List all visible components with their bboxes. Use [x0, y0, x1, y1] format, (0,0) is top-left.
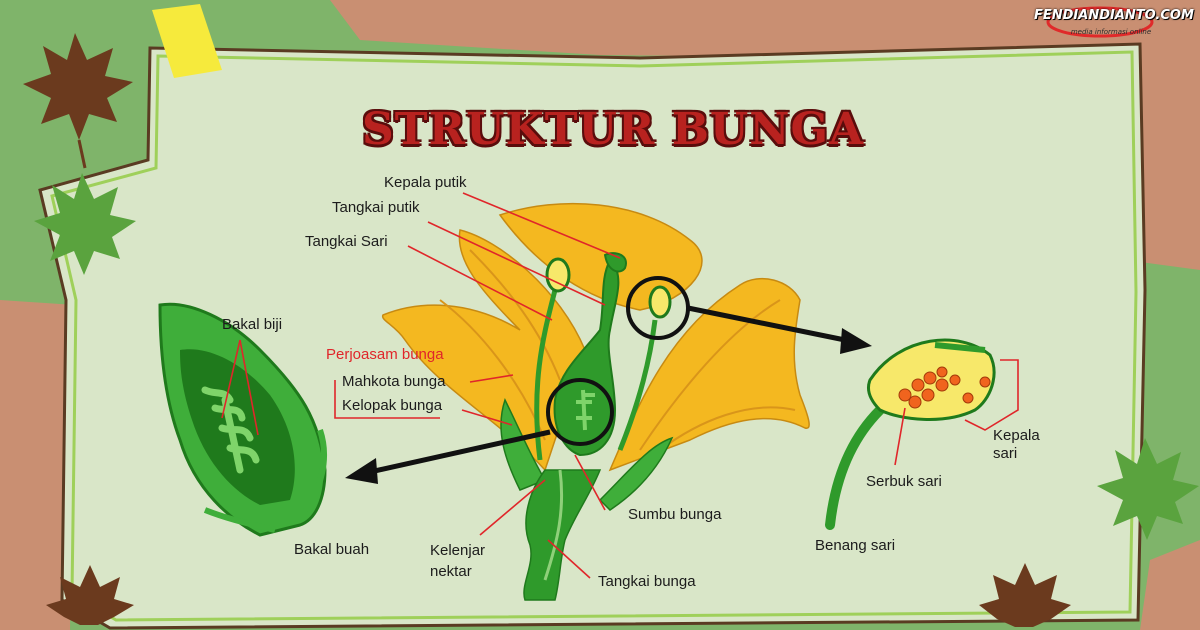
label-sari: sari [993, 445, 1018, 462]
label-kelenjar: Kelenjar [430, 542, 486, 559]
label-serbuk-sari: Serbuk sari [866, 473, 942, 490]
anther [648, 285, 672, 319]
zoom-circle-ovary [546, 378, 614, 446]
anther-detail-illustration [825, 338, 996, 530]
label-kelopak-bunga: Kelopak bunga [342, 397, 443, 414]
flower-illustration [381, 202, 810, 601]
label-perhiasan-bunga: Perjoasam bunga [326, 346, 444, 363]
pistil [553, 259, 620, 457]
label-tangkai-putik: Tangkai putik [332, 199, 420, 216]
sepal [500, 398, 547, 491]
watermark-badge [1046, 6, 1154, 38]
arrow-icon [345, 429, 551, 484]
flower-stalk [523, 469, 602, 601]
watermark-text: FENDIANDIANTO.COM [1034, 8, 1194, 23]
sepal [598, 436, 674, 511]
maple-leaf-green-icon [34, 173, 136, 275]
label-bakal-buah: Bakal buah [294, 541, 370, 558]
diagram-title: STRUKTUR BUNGA [362, 104, 865, 155]
label-tangkai-sari: Tangkai Sari [305, 233, 388, 250]
label-kepala: Kepala [993, 427, 1040, 444]
stamen-filament [617, 319, 658, 451]
maple-leaf-brown-icon [23, 33, 133, 169]
anther [545, 257, 571, 293]
stigma [603, 252, 627, 273]
arrow-icon [687, 305, 872, 354]
maple-leaf-brown-icon [979, 563, 1071, 627]
brown-patch-right [1140, 540, 1200, 630]
maple-leaf-brown-icon [46, 565, 134, 625]
label-sumbu-bunga: Sumbu bunga [628, 506, 722, 523]
label-mahkota-bunga: Mahkota bunga [342, 373, 446, 390]
label-benang-sari: Benang sari [815, 537, 896, 554]
watermark-tagline: media informasi online [1070, 28, 1152, 36]
label-tangkai-bunga: Tangkai bunga [598, 573, 696, 590]
label-nektar: nektar [430, 563, 472, 580]
yellow-tape-icon [152, 4, 222, 78]
pointer-lines [221, 192, 1019, 579]
maple-leaf-green-icon [1097, 438, 1199, 540]
label-kepala-putik: Kepala putik [384, 174, 467, 191]
ovary-detail-illustration [158, 302, 328, 537]
brown-patch-left [0, 300, 75, 630]
label-bakal-biji: Bakal biji [222, 316, 283, 333]
